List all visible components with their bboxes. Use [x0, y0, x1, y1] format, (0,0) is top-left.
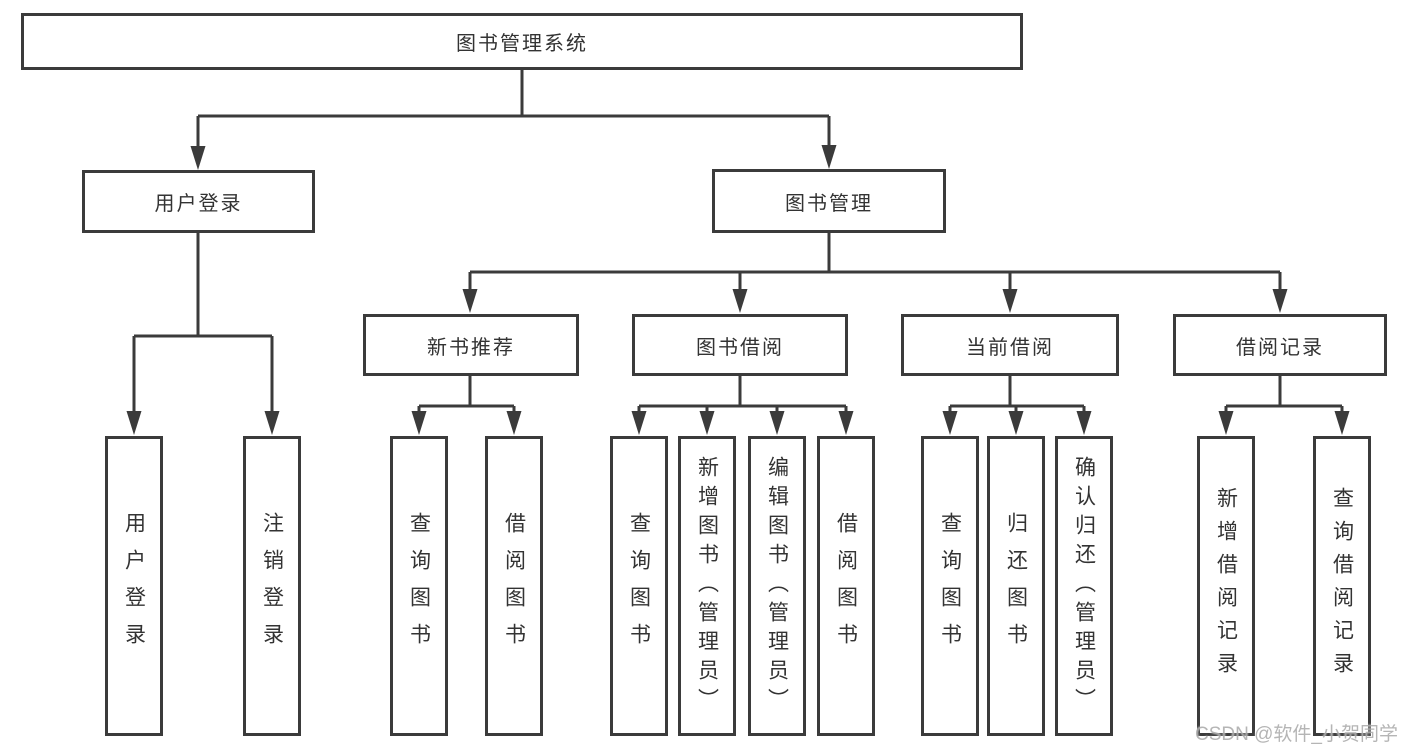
- node-new-book-recommend: 新书推荐: [363, 314, 579, 376]
- node-label: 当前借阅: [966, 336, 1054, 359]
- leaf-logout: 注销登录: [243, 436, 301, 736]
- leaf-add-borrow-record: 新增借阅记录: [1197, 436, 1255, 736]
- leaf-label: 注销登录: [260, 512, 284, 660]
- leaf-label: 借阅图书: [834, 512, 858, 660]
- leaf-label: 查询图书: [938, 512, 962, 660]
- node-book-borrow: 图书借阅: [632, 314, 848, 376]
- node-borrow-records: 借阅记录: [1173, 314, 1387, 376]
- node-label: 图书借阅: [696, 336, 784, 359]
- leaf-label: 用户登录: [122, 512, 146, 660]
- leaf-query-borrow-record: 查询借阅记录: [1313, 436, 1371, 736]
- node-label: 图书管理系统: [456, 33, 588, 55]
- csdn-watermark: CSDN @软件_小贺同学: [1195, 724, 1398, 745]
- leaf-label: 借阅图书: [502, 512, 526, 660]
- leaf-query-books-recommend: 查询图书: [390, 436, 448, 736]
- leaf-label: 确认归还（管理员）: [1072, 455, 1096, 717]
- node-label: 图书管理: [785, 192, 873, 215]
- leaf-query-books-current: 查询图书: [921, 436, 979, 736]
- leaf-label: 查询图书: [627, 512, 651, 660]
- leaf-user-login: 用户登录: [105, 436, 163, 736]
- leaf-borrow-books-recommend: 借阅图书: [485, 436, 543, 736]
- leaf-add-books-admin: 新增图书（管理员）: [678, 436, 736, 736]
- leaf-label: 编辑图书（管理员）: [765, 455, 789, 717]
- leaf-edit-books-admin: 编辑图书（管理员）: [748, 436, 806, 736]
- leaf-label: 查询图书: [407, 512, 431, 660]
- node-book-management: 图书管理: [712, 169, 946, 233]
- leaf-label: 查询借阅记录: [1330, 487, 1354, 685]
- leaf-borrow-books: 借阅图书: [817, 436, 875, 736]
- leaf-confirm-return-admin: 确认归还（管理员）: [1055, 436, 1113, 736]
- node-label: 借阅记录: [1236, 336, 1324, 359]
- node-current-borrow: 当前借阅: [901, 314, 1119, 376]
- leaf-label: 归还图书: [1004, 512, 1028, 660]
- node-user-login: 用户登录: [82, 170, 315, 233]
- node-label: 用户登录: [154, 193, 243, 215]
- leaf-query-books-borrow: 查询图书: [610, 436, 668, 736]
- leaf-return-books: 归还图书: [987, 436, 1045, 736]
- leaf-label: 新增借阅记录: [1214, 487, 1238, 685]
- node-label: 新书推荐: [427, 336, 515, 359]
- node-library-management-system: 图书管理系统: [21, 13, 1023, 70]
- leaf-label: 新增图书（管理员）: [695, 455, 719, 717]
